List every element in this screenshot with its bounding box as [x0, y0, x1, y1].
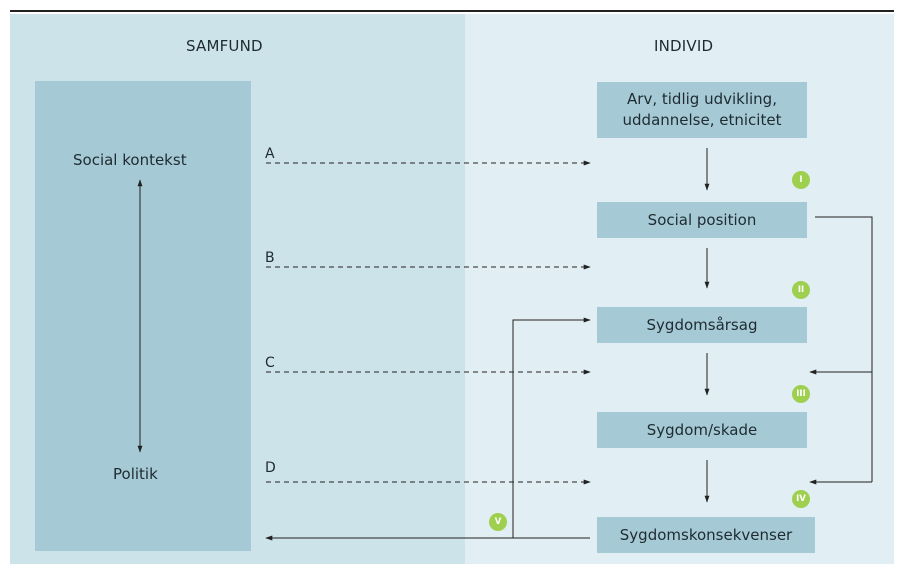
badge-iii: III	[792, 385, 810, 403]
path-label-a: A	[265, 146, 275, 162]
badge-i: I	[792, 171, 810, 189]
badge-v: V	[489, 513, 507, 531]
illness-cause-box: Sygdomsårsag	[597, 307, 807, 343]
politics-label: Politik	[113, 465, 158, 483]
path-label-d: D	[265, 460, 276, 476]
individual-header: INDIVID	[654, 37, 714, 55]
illness-injury-box: Sygdom/skade	[597, 412, 807, 448]
path-label-b: B	[265, 250, 275, 266]
society-header: SAMFUND	[186, 37, 263, 55]
top-rule	[10, 10, 894, 12]
illness-consequences-box: Sygdomskonsekvenser	[597, 517, 815, 553]
badge-iv: IV	[792, 490, 810, 508]
feedback-to-cause	[512, 317, 591, 538]
origin-box: Arv, tidlig udvikling, uddannelse, etnic…	[597, 82, 807, 138]
social-context-label: Social kontekst	[73, 151, 187, 169]
path-label-c: C	[265, 355, 275, 371]
badge-ii: II	[792, 281, 810, 299]
society-context-bar	[35, 81, 251, 551]
position-side-path	[815, 216, 873, 482]
social-position-box: Social position	[597, 202, 807, 238]
